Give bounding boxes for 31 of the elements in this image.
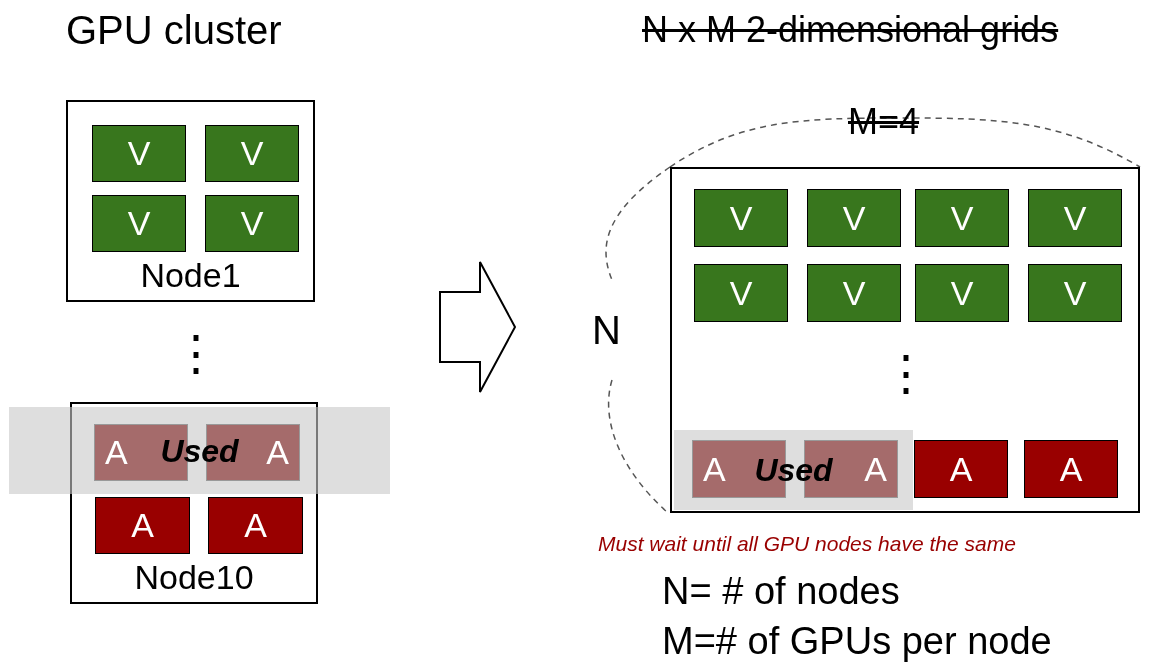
gpu-box: V <box>205 125 299 182</box>
used-band <box>9 407 390 494</box>
gpu-box: A <box>914 440 1008 498</box>
legend-text: N= # of nodes <box>662 572 900 610</box>
gpu-box: V <box>694 189 788 247</box>
dimension-label: M=4 <box>848 104 920 140</box>
gpu-box: V <box>92 125 186 182</box>
dimension-label: N <box>592 310 621 350</box>
used-band <box>674 430 913 510</box>
gpu-box: V <box>205 195 299 252</box>
ellipsis: ⋮ <box>882 350 930 398</box>
grid-box <box>670 167 1140 513</box>
node-label: Node10 <box>133 560 255 594</box>
node-label: Node1 <box>139 258 242 292</box>
legend-text: M=# of GPUs per node <box>662 622 1052 660</box>
gpu-box: A <box>95 497 190 554</box>
note: Must wait until all GPU nodes have the same <box>598 533 1016 554</box>
ellipsis: ⋮ <box>172 330 220 378</box>
gpu-box: A <box>208 497 303 554</box>
gpu-box: V <box>694 264 788 322</box>
gpu-box: V <box>1028 189 1122 247</box>
gpu-box: V <box>807 189 901 247</box>
gpu-box: V <box>1028 264 1122 322</box>
gpu-box: V <box>915 189 1009 247</box>
gpu-box: V <box>92 195 186 252</box>
heading: N x M 2-dimensional grids <box>642 12 1059 48</box>
gpu-box: V <box>915 264 1009 322</box>
gpu-box: V <box>807 264 901 322</box>
heading: GPU cluster <box>66 10 282 50</box>
gpu-box: A <box>1024 440 1118 498</box>
server-node-box <box>66 100 315 302</box>
